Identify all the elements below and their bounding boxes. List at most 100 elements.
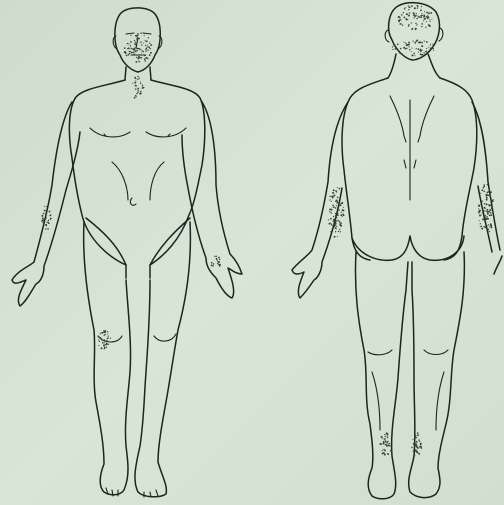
stipple-dot <box>481 226 482 227</box>
stipple-dot <box>211 265 213 267</box>
stipple-dot <box>418 41 420 43</box>
stipple-dot <box>328 219 329 220</box>
stipple-dot <box>433 50 434 51</box>
stipple-dot <box>488 224 489 225</box>
stipple-dot <box>218 257 220 259</box>
stipple-dot <box>415 28 417 30</box>
stipple-dot <box>483 210 485 212</box>
stipple-dot <box>105 344 106 345</box>
stipple-dot <box>408 5 409 6</box>
stipple-dot <box>424 40 425 41</box>
stipple-dot <box>132 83 133 84</box>
stipple-dot <box>416 450 418 452</box>
stipple-dot <box>423 14 425 16</box>
stipple-dot <box>412 55 414 57</box>
stipple-dot <box>417 48 419 50</box>
stipple-dot <box>136 93 138 95</box>
stipple-dot <box>104 331 106 333</box>
stipple-dot <box>147 49 148 50</box>
stipple-dot <box>336 190 337 191</box>
stipple-dot <box>216 259 217 260</box>
stipple-dot <box>45 228 46 229</box>
stipple-dot <box>45 210 46 211</box>
stipple-dot <box>334 221 336 223</box>
stipple-dot <box>144 58 146 60</box>
stipple-dot <box>408 46 409 47</box>
stipple-dot <box>489 214 491 216</box>
stipple-dot <box>417 435 418 436</box>
stipple-dot <box>127 43 128 44</box>
stipple-dot <box>399 52 400 53</box>
stipple-dot <box>485 194 487 196</box>
stipple-dot <box>420 15 422 17</box>
stipple-dot <box>139 48 141 50</box>
stipple-dot <box>389 443 391 445</box>
stipple-dot <box>45 224 47 226</box>
stipple-dot <box>336 205 337 206</box>
stipple-dot <box>44 206 45 207</box>
stipple-dot <box>487 211 489 213</box>
stipple-dot <box>136 57 137 58</box>
stipple-dot <box>414 55 415 56</box>
stipple-dot <box>415 445 416 446</box>
stipple-dot <box>126 55 128 57</box>
stipple-dot <box>133 52 135 54</box>
stipple-dot <box>128 43 129 44</box>
stipple-dot <box>485 210 486 211</box>
stipple-dot <box>478 212 479 213</box>
stipple-dot <box>334 195 335 196</box>
stipple-dot <box>383 441 384 442</box>
stipple-dot <box>427 53 428 54</box>
stipple-dot <box>415 442 416 443</box>
stipple-dot <box>135 80 136 81</box>
stipple-dot <box>421 26 422 27</box>
stipple-dot <box>100 333 101 334</box>
stipple-dot <box>144 35 145 36</box>
stipple-dot <box>408 9 409 10</box>
stipple-dot <box>478 205 479 206</box>
stipple-dot <box>130 41 132 43</box>
stipple-dot <box>380 443 381 444</box>
stipple-dot <box>332 196 334 198</box>
stipple-dot <box>384 434 385 435</box>
stipple-dot <box>137 79 139 81</box>
stipple-dot <box>416 24 417 25</box>
stipple-dot <box>133 49 135 51</box>
stipple-dot <box>480 193 481 194</box>
stipple-dot <box>137 57 139 59</box>
stipple-dot <box>139 93 141 95</box>
stipple-dot <box>41 215 43 217</box>
stipple-dot <box>329 196 330 197</box>
stipple-dot <box>413 53 415 55</box>
stipple-dot <box>409 12 410 13</box>
stipple-dot <box>50 217 52 219</box>
stipple-dot <box>336 192 337 193</box>
stipple-dot <box>417 432 419 434</box>
stipple-dot <box>385 436 386 437</box>
stipple-dot <box>219 259 221 261</box>
stipple-dot <box>397 43 399 45</box>
stipple-dot <box>487 184 488 185</box>
stipple-dot <box>417 447 418 448</box>
stipple-dot <box>135 88 136 89</box>
stipple-dot <box>135 35 137 37</box>
stipple-dot <box>428 12 430 14</box>
stipple-dot <box>140 32 142 34</box>
stipple-dot <box>133 54 135 56</box>
stipple-dot <box>341 222 342 223</box>
stipple-dot <box>136 50 137 51</box>
stipple-dot <box>135 78 136 79</box>
stipple-dot <box>407 14 408 15</box>
stipple-dot <box>408 24 410 26</box>
stipple-dot <box>411 447 412 448</box>
stipple-dot <box>485 217 486 218</box>
stipple-dot <box>418 16 420 18</box>
stipple-dot <box>137 33 139 35</box>
stipple-dot <box>403 47 405 49</box>
stipple-dot <box>484 208 485 209</box>
stipple-dot <box>420 442 422 444</box>
stipple-dot <box>399 19 401 21</box>
stipple-dot <box>137 88 139 90</box>
stipple-dot <box>415 42 417 44</box>
